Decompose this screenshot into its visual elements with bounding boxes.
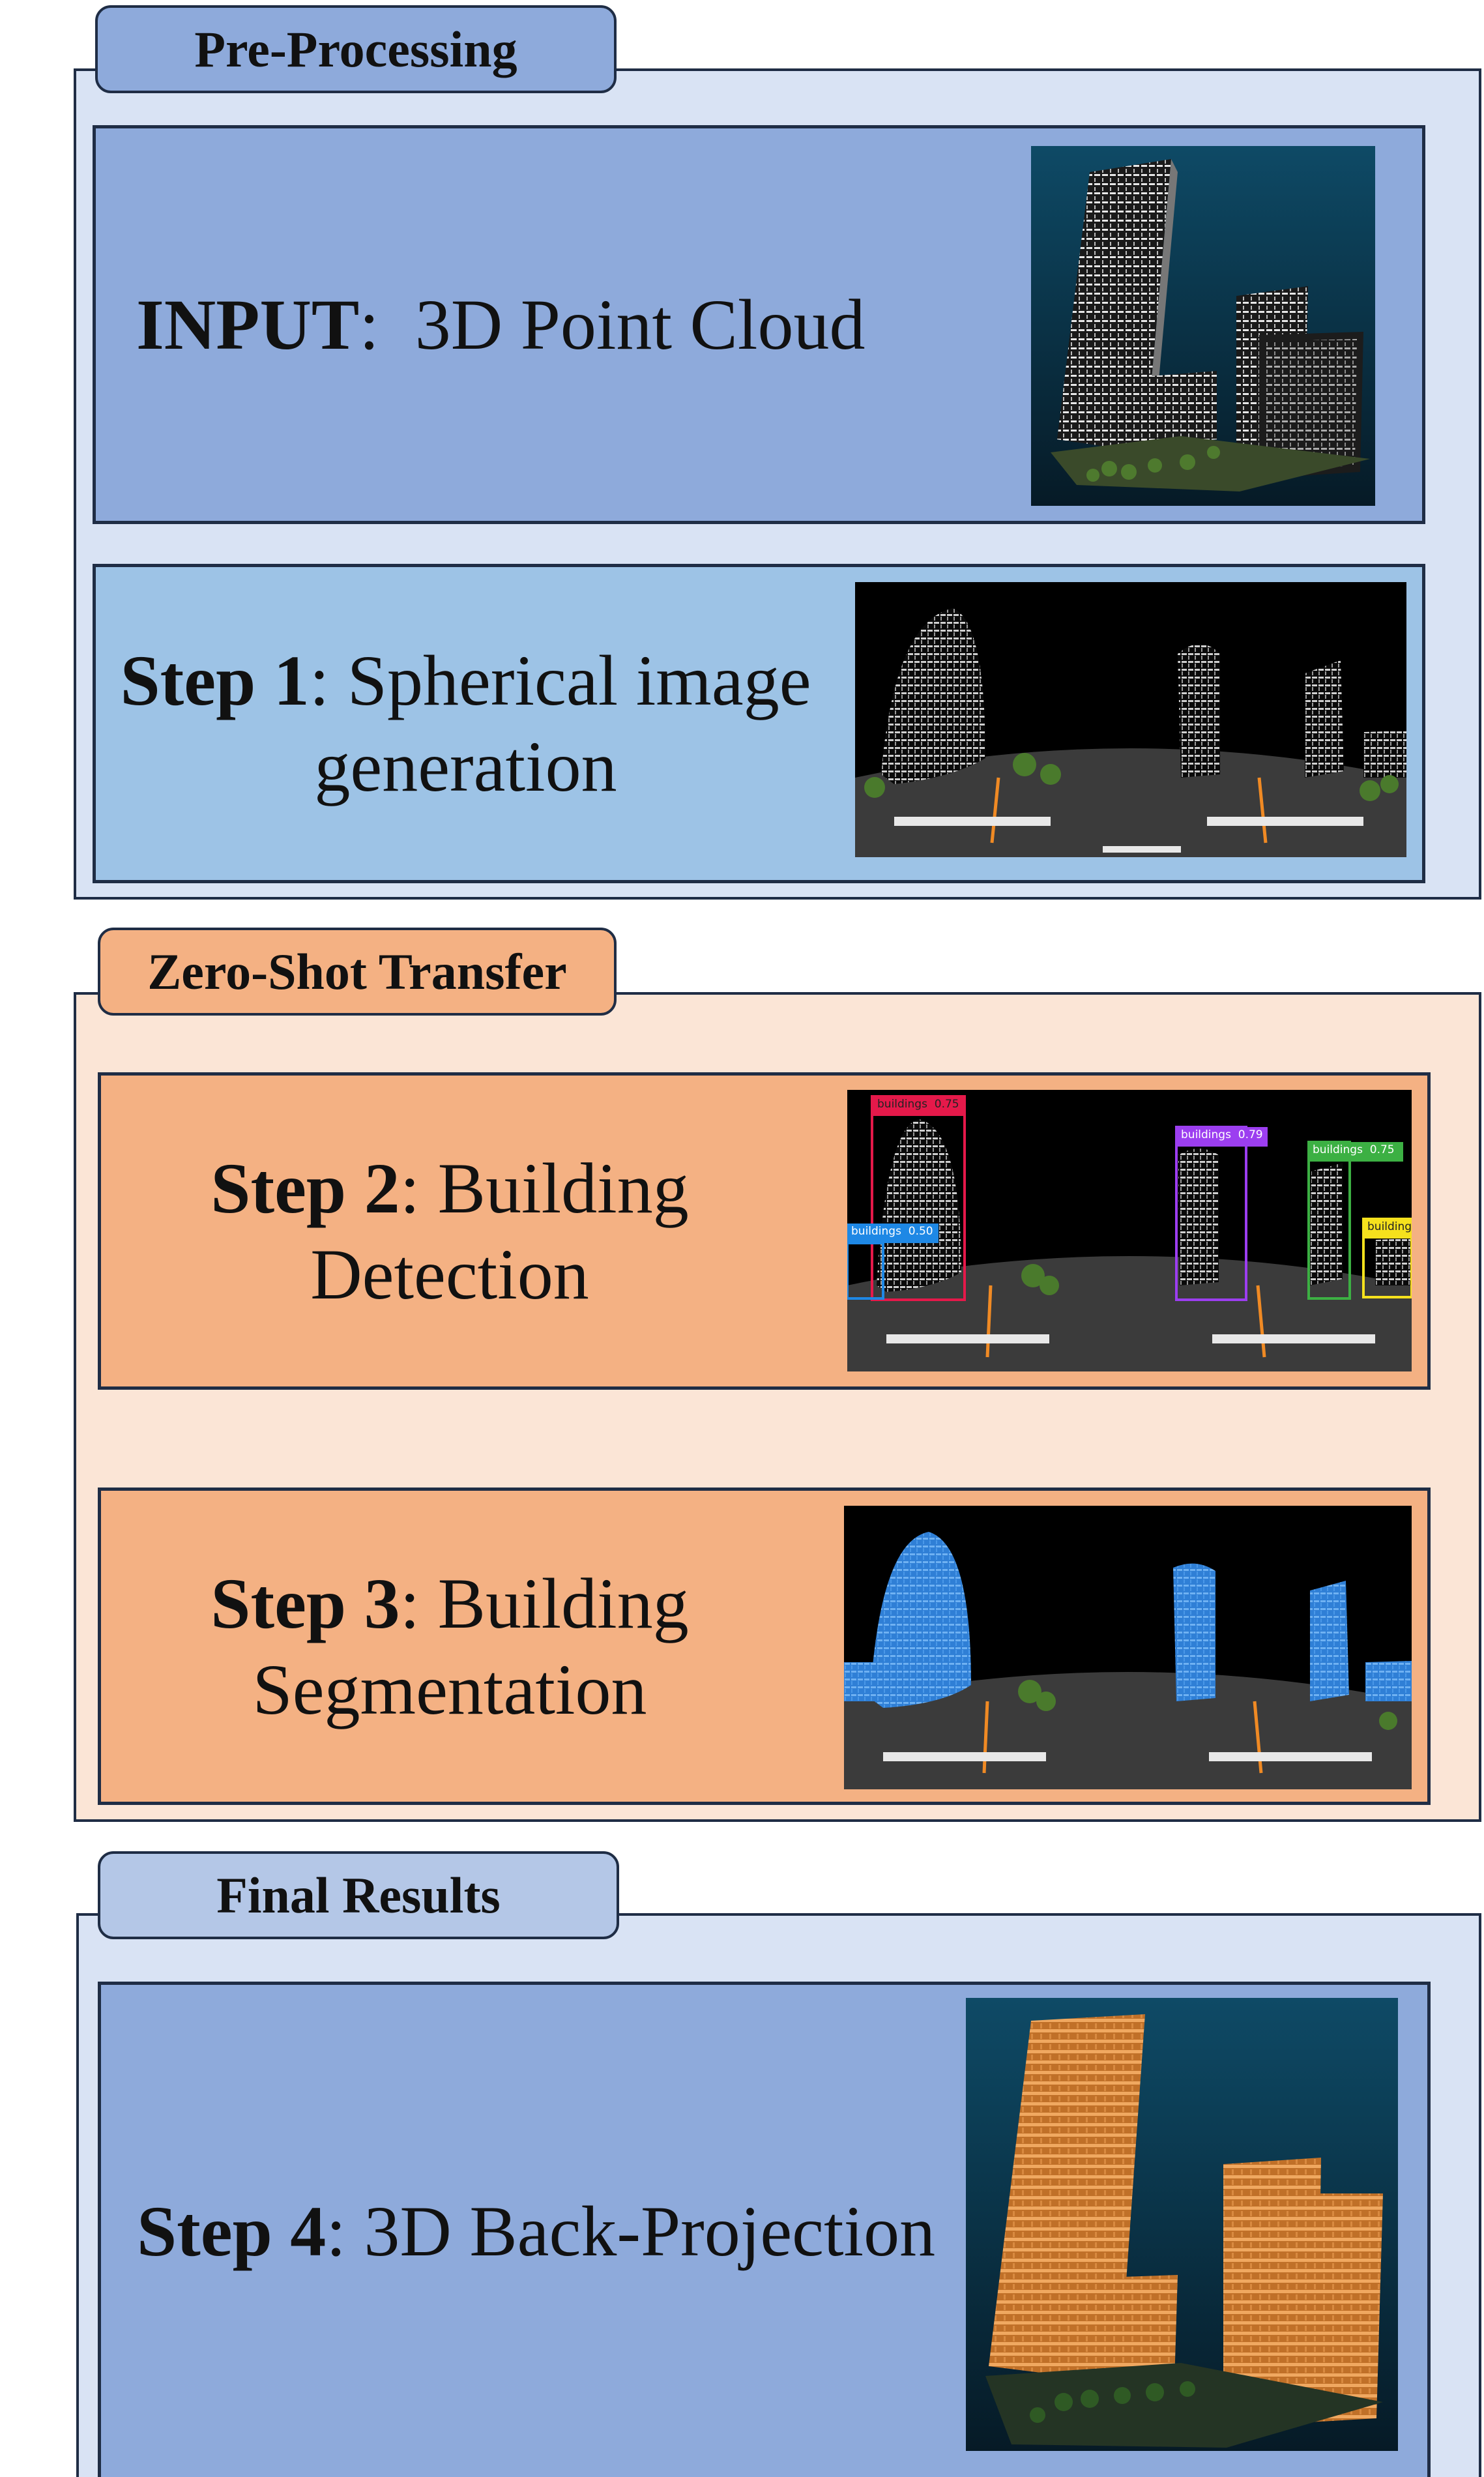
point-cloud-image [1031,146,1375,506]
back-projection-image [966,1998,1398,2451]
final-results-section-title: Final Results [98,1851,619,1939]
step2-label: Step 2: Building Detection [211,1148,689,1314]
detection-image: buildings 0.75 buildings 0.50 buildings … [847,1090,1412,1371]
step1-label: Step 1: Spherical image generation [120,641,811,806]
step4-label: Step 4: 3D Back-Projection [137,2191,936,2271]
detection-label: building [1367,1220,1412,1233]
detection-label: buildings 0.75 [877,1098,959,1111]
segmentation-image [844,1506,1412,1789]
detection-label: buildings 0.79 [1181,1128,1263,1141]
detection-label: buildings 0.50 [851,1225,933,1238]
detection-label: buildings 0.75 [1313,1143,1395,1156]
input-step-label: INPUT: 3D Point Cloud [136,285,866,364]
zero-shot-section-title: Zero-Shot Transfer [98,928,617,1016]
preprocessing-section-title: Pre-Processing [95,5,617,93]
step3-label: Step 3: Building Segmentation [211,1563,689,1729]
spherical-image [855,582,1406,857]
